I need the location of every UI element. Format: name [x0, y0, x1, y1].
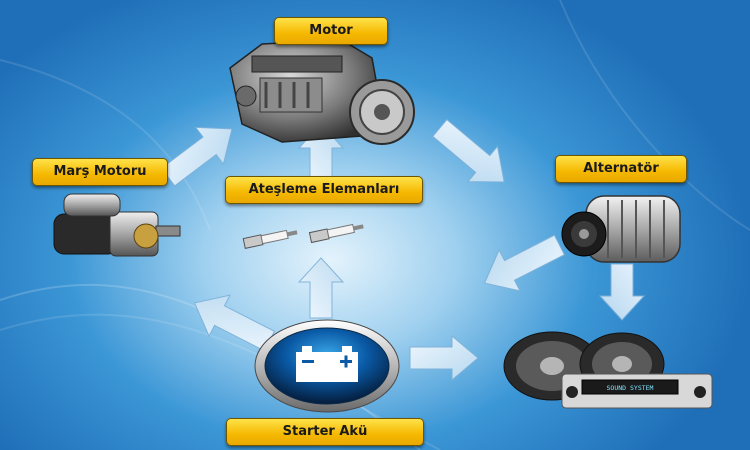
motor-label: Motor: [274, 17, 388, 45]
arrow-battery-to-ignition: [297, 257, 345, 319]
starter-motor-label: Marş Motoru: [32, 158, 168, 186]
arrow-starter-to-motor: [160, 126, 233, 187]
starter-motor-icon: [53, 193, 181, 257]
battery-label: Starter Akü: [226, 418, 424, 446]
arrow-motor-to-alternator: [432, 118, 505, 183]
spark-plugs-icon: [242, 223, 364, 249]
spark-plug-2: [308, 223, 364, 244]
car-stereo-icon: [561, 373, 713, 409]
ignition-label: Ateşleme Elemanları: [225, 176, 423, 204]
arrow-battery-to-starter: [193, 294, 276, 352]
arrow-battery-to-audio: [409, 334, 479, 382]
battery-icon: [254, 319, 400, 413]
stereo-display-text: SOUND SYSTEM: [607, 384, 654, 392]
audio-system-icon: SOUND SYSTEM: [503, 331, 713, 409]
spark-plug-1: [242, 229, 298, 249]
alternator-icon: [561, 195, 681, 263]
engine-icon: [229, 39, 415, 145]
arrow-alternator-to-audio: [598, 263, 646, 321]
arrow-alternator-to-battery: [483, 234, 566, 292]
alternator-label: Alternatör: [555, 155, 687, 183]
